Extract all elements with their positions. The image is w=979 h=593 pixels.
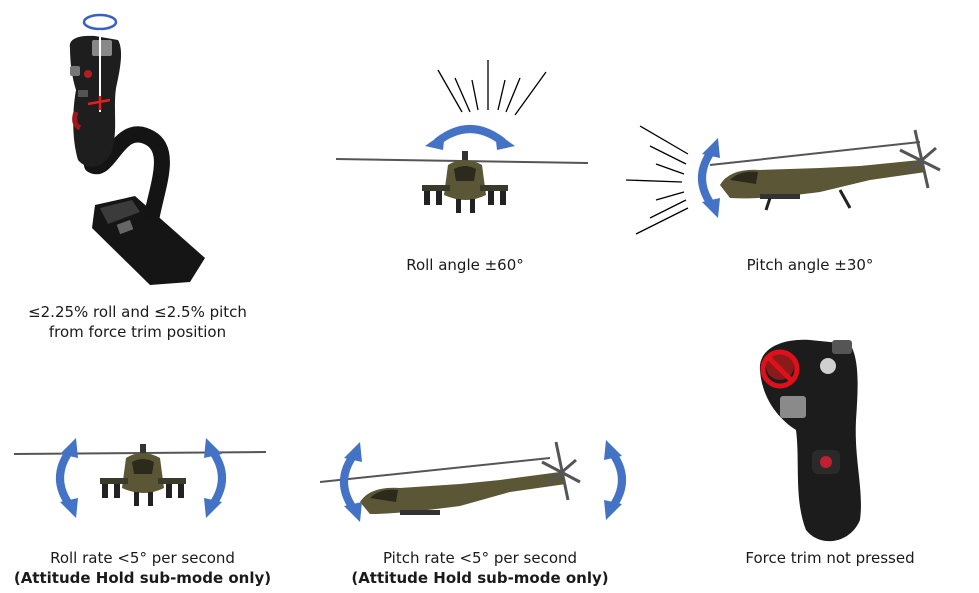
no-sign-icon: [760, 349, 800, 389]
trim-limit-caption-line1: ≤2.25% roll and ≤2.5% pitch: [28, 303, 247, 321]
helicopter-side-icon: [709, 129, 941, 211]
roll-rate-caption: Roll rate <5° per second: [50, 549, 235, 567]
roll-angle-panel: Roll angle ±60°: [330, 50, 600, 280]
helicopter-front-icon: [335, 151, 589, 213]
trim-ring-icon: [82, 13, 118, 31]
rotation-arrow-icon: [604, 440, 626, 520]
roll-rate-note: (Attitude Hold sub-mode only): [13, 569, 272, 587]
trim-limit-caption-line2: from force trim position: [48, 323, 227, 341]
pitch-angle-panel: Pitch angle ±30°: [620, 110, 960, 280]
helicopter-side-icon: [319, 441, 581, 515]
rotation-arrow-icon: [425, 125, 515, 150]
rotation-arrow-icon: [204, 438, 226, 518]
rotation-arrow-icon: [340, 442, 362, 522]
force-trim-limit-panel: ≤2.25% roll and ≤2.5% pitch from force t…: [0, 0, 260, 350]
force-trim-not-pressed-panel: Force trim not pressed: [700, 320, 960, 570]
roll-angle-caption: Roll angle ±60°: [406, 256, 524, 274]
roll-rate-panel: Roll rate <5° per second (Attitude Hold …: [0, 430, 290, 590]
rotation-arrow-icon: [698, 138, 720, 218]
motion-lines-icon: [437, 60, 547, 116]
motion-lines-icon: [625, 125, 689, 235]
force-trim-caption: Force trim not pressed: [745, 549, 915, 567]
helicopter-front-icon: [13, 444, 267, 506]
pitch-rate-caption: Pitch rate <5° per second: [382, 549, 578, 567]
pitch-rate-panel: Pitch rate <5° per second (Attitude Hold…: [310, 410, 650, 590]
pitch-angle-caption: Pitch angle ±30°: [746, 256, 874, 274]
pitch-rate-note: (Attitude Hold sub-mode only): [351, 569, 609, 587]
rotation-arrow-icon: [56, 438, 78, 518]
cyclic-stick-icon: [69, 13, 205, 285]
